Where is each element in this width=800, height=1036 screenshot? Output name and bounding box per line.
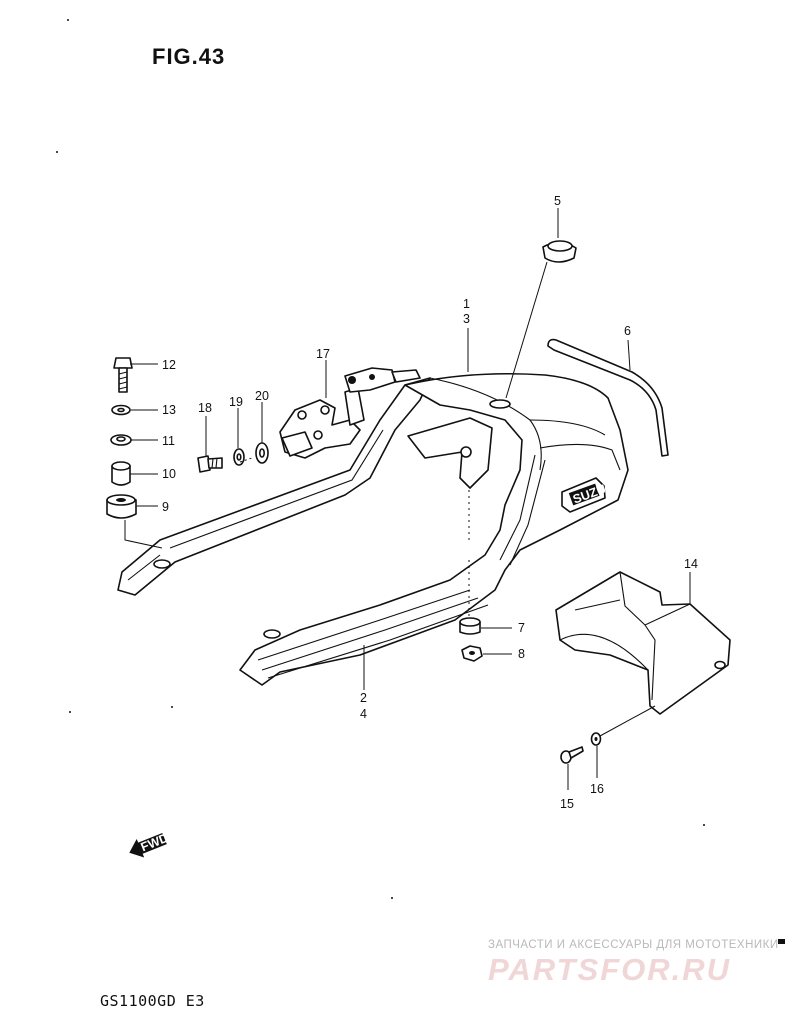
watermark-tagline: ЗАПЧАСТИ И АКСЕССУАРЫ ДЛЯ МОТОТЕХНИКИ — [488, 939, 779, 951]
callout-7: 7 — [518, 621, 525, 635]
rear-cover — [555, 571, 731, 715]
washer — [110, 434, 132, 446]
figure-title: FIG.43 — [152, 44, 226, 69]
watermark-logo: PARTSFOR.RU — [488, 952, 732, 987]
callout-16: 16 — [590, 782, 604, 796]
callout-13: 13 — [162, 403, 176, 417]
callout-18: 18 — [198, 401, 212, 415]
callout-10: 10 — [162, 467, 176, 481]
callout-4: 4 — [360, 707, 367, 721]
nut-8 — [461, 645, 483, 662]
callout-2: 2 — [360, 691, 367, 705]
seat-lock-assembly — [279, 367, 421, 459]
callout-6: 6 — [624, 324, 631, 338]
washer-16 — [590, 732, 602, 746]
spacer — [111, 461, 131, 486]
washer-20 — [255, 442, 269, 464]
screw-15 — [560, 746, 584, 764]
callout-19: 19 — [229, 395, 243, 409]
fwd-arrow-icon: FWD — [129, 831, 171, 858]
callout-15: 15 — [560, 797, 574, 811]
cushion-7 — [459, 617, 481, 635]
washer-19 — [233, 448, 245, 466]
callout-8: 8 — [518, 647, 525, 661]
cushion — [106, 494, 137, 519]
corner-mark — [778, 939, 785, 944]
callout-3: 3 — [463, 312, 470, 326]
seat-tail-cowl: SUZUKI — [117, 372, 629, 686]
trim-strip — [547, 338, 669, 457]
fwd-label: FWD — [139, 831, 171, 855]
callout-11: 11 — [162, 434, 175, 448]
bolt-18 — [197, 455, 223, 473]
callout-14: 14 — [684, 557, 698, 571]
callout-5: 5 — [554, 194, 561, 208]
scan-specks — [56, 19, 705, 899]
callout-12: 12 — [162, 358, 176, 372]
callout-17: 17 — [316, 347, 330, 361]
callout-9: 9 — [162, 500, 169, 514]
model-code: GS1100GD E3 — [100, 992, 205, 1010]
callout-1: 1 — [463, 297, 470, 311]
spring-washer — [111, 404, 131, 416]
grommet — [542, 240, 577, 263]
callout-20: 20 — [255, 389, 269, 403]
callout-labels: 1 3 5 6 17 12 13 11 10 9 18 19 20 2 4 7 … — [162, 194, 698, 811]
bolt — [113, 357, 133, 393]
leader-lines — [124, 208, 691, 790]
